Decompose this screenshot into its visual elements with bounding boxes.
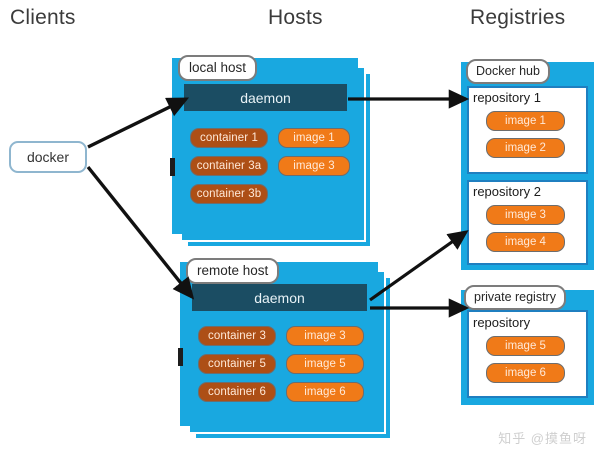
host-local-image-3[interactable]: image 3 [278, 156, 350, 176]
host-local-label-text: local host [189, 60, 247, 75]
host-remote-image-3-label: image 3 [304, 330, 346, 342]
registry-private-label-text: private registry [474, 290, 556, 304]
host-local-container-3b[interactable]: container 3b [190, 184, 268, 204]
host-remote-image-5[interactable]: image 5 [286, 354, 364, 374]
host-remote-container-5-label: container 5 [208, 358, 266, 370]
column-header-hosts: Hosts [268, 6, 323, 29]
watermark: 知乎 @摸鱼呀 [498, 431, 587, 446]
registry-docker-hub-label: Docker hub [466, 59, 550, 84]
host-remote-image-3[interactable]: image 3 [286, 326, 364, 346]
host-remote-image-6[interactable]: image 6 [286, 382, 364, 402]
host-local-container-3a-label: container 3a [196, 160, 262, 172]
host-local-label: local host [178, 55, 258, 81]
repository-private-image-6[interactable]: image 6 [486, 363, 565, 383]
host-remote-label-text: remote host [197, 263, 269, 278]
repository-2-image-4-label: image 4 [505, 236, 546, 248]
registry-private-label: private registry [464, 285, 566, 310]
repository-private-image-5-label: image 5 [505, 340, 546, 352]
host-local-image-1[interactable]: image 1 [278, 128, 350, 148]
host-local-image-1-label: image 1 [293, 132, 335, 144]
host-remote-container-6[interactable]: container 6 [198, 382, 276, 402]
host-local-image-3-label: image 3 [293, 160, 335, 172]
host-local-container-1-label: container 1 [200, 132, 258, 144]
repository-private-title: repository [473, 315, 531, 330]
host-remote-daemon[interactable]: daemon [192, 284, 367, 311]
host-remote-container-3-label: container 3 [208, 330, 266, 342]
host-local-container-3a[interactable]: container 3a [190, 156, 268, 176]
repository-1-image-2[interactable]: image 2 [486, 138, 565, 158]
host-local-edge-tab [170, 158, 175, 176]
client-docker-label: docker [26, 149, 70, 165]
repository-2-image-4[interactable]: image 4 [486, 232, 565, 252]
repository-1-image-2-label: image 2 [505, 142, 546, 154]
host-remote-container-6-label: container 6 [208, 386, 266, 398]
registry-docker-hub-label-text: Docker hub [476, 64, 540, 78]
host-local-daemon[interactable]: daemon [184, 84, 347, 111]
host-remote-image-6-label: image 6 [304, 386, 346, 398]
repository-2-image-3-label: image 3 [505, 209, 546, 221]
repository-private-image-5[interactable]: image 5 [486, 336, 565, 356]
repository-2-image-3[interactable]: image 3 [486, 205, 565, 225]
host-remote-daemon-label: daemon [254, 289, 305, 306]
column-header-clients: Clients [10, 6, 76, 29]
host-local-daemon-label: daemon [240, 89, 291, 106]
host-local-container-3b-label: container 3b [196, 188, 262, 200]
repository-2-title: repository 2 [473, 184, 541, 199]
client-docker-node[interactable]: docker [9, 141, 87, 173]
host-remote-edge-tab [178, 348, 183, 366]
host-remote-container-5[interactable]: container 5 [198, 354, 276, 374]
host-remote-stack: daemon container 3 container 5 container… [178, 262, 396, 442]
host-local-stack: daemon container 1 container 3a containe… [170, 58, 372, 248]
column-header-registries: Registries [470, 6, 566, 29]
host-remote-image-5-label: image 5 [304, 358, 346, 370]
repository-1-box[interactable] [467, 86, 588, 174]
repository-1-image-1-label: image 1 [505, 115, 546, 127]
host-local-container-1[interactable]: container 1 [190, 128, 268, 148]
host-remote-container-3[interactable]: container 3 [198, 326, 276, 346]
repository-private-image-6-label: image 6 [505, 367, 546, 379]
repository-1-image-1[interactable]: image 1 [486, 111, 565, 131]
host-remote-label: remote host [186, 258, 280, 284]
repository-1-title: repository 1 [473, 90, 541, 105]
